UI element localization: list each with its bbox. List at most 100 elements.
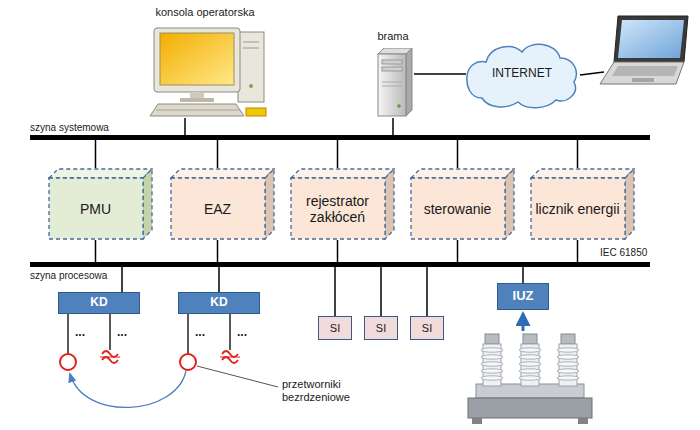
laptop-icon-part bbox=[600, 62, 684, 84]
bus-connector bbox=[217, 240, 219, 262]
function-box: licznik energii bbox=[530, 168, 635, 240]
node-text: licznik energii bbox=[535, 201, 619, 217]
icon-part bbox=[467, 44, 576, 107]
current-transformer-symbol bbox=[100, 351, 240, 363]
bus-connector bbox=[577, 140, 579, 168]
signal-interface-box: SI bbox=[318, 316, 352, 340]
circuit-breaker-picture bbox=[468, 334, 592, 424]
node-text: brama bbox=[372, 30, 414, 43]
icon-part bbox=[243, 42, 259, 43]
circuit-breaker-picture-part bbox=[557, 376, 579, 380]
rogowski-coil-symbol bbox=[60, 354, 196, 370]
icon-part bbox=[378, 54, 406, 116]
circuit-breaker-picture-part bbox=[481, 362, 503, 366]
box-face: sterowanie bbox=[410, 178, 505, 240]
node-text: SI bbox=[330, 322, 340, 335]
rogowski-coil-symbol-part bbox=[60, 354, 76, 370]
laptop-icon-part bbox=[618, 20, 684, 58]
circuit-breaker-picture-part bbox=[557, 369, 579, 373]
bus-connector bbox=[577, 240, 579, 262]
node-text: rejestrator zakłóceń bbox=[295, 193, 380, 225]
current-transformer-symbol-part bbox=[222, 357, 238, 363]
circuit-breaker-picture-part bbox=[519, 376, 541, 380]
icon-part bbox=[382, 86, 402, 87]
icon-part bbox=[406, 48, 412, 116]
operator-console: konsola operatorska bbox=[140, 6, 270, 118]
icon-part bbox=[382, 82, 402, 83]
circuit-breaker-picture-part bbox=[481, 376, 503, 380]
box-side-face bbox=[265, 169, 274, 239]
icon-part bbox=[382, 60, 402, 64]
node-text: SI bbox=[376, 322, 386, 335]
icon-part bbox=[150, 28, 266, 116]
gateway-server: brama bbox=[372, 30, 414, 118]
node-text: IUZ bbox=[513, 289, 534, 304]
circuit-breaker-picture-part bbox=[557, 362, 579, 366]
computer-icon bbox=[140, 24, 270, 118]
breaker-interface-box: IUZ bbox=[497, 283, 549, 310]
bus-connector bbox=[218, 267, 220, 292]
circuit-breaker-picture-part bbox=[481, 348, 503, 352]
box-face: PMU bbox=[48, 178, 143, 240]
circuit-breaker-picture-part bbox=[557, 355, 579, 359]
standard-label: IEC 61850 bbox=[600, 247, 647, 259]
box-face: licznik energii bbox=[530, 178, 625, 240]
current-transformer-symbol-part bbox=[102, 351, 118, 357]
laptop-icon-part bbox=[614, 16, 688, 62]
icon-part bbox=[382, 67, 402, 71]
merging-unit-box: KD bbox=[58, 292, 140, 314]
node-text: KD bbox=[210, 296, 227, 310]
callout-curve bbox=[70, 371, 186, 407]
function-box: PMU bbox=[48, 168, 153, 240]
icon-part bbox=[243, 48, 259, 49]
callout-label: przetworniki bezrdzeniowe bbox=[282, 378, 366, 403]
bus-connector bbox=[414, 73, 466, 75]
laptop-icon-part bbox=[632, 78, 654, 82]
circuit-breaker-picture-part bbox=[523, 334, 537, 344]
bus-connector bbox=[334, 267, 336, 316]
bus-connector bbox=[457, 240, 459, 262]
current-transformer-symbol-part bbox=[102, 357, 118, 363]
circuit-breaker-picture-part bbox=[472, 418, 482, 424]
box-top-face bbox=[49, 169, 152, 178]
icon-part bbox=[246, 108, 266, 116]
laptop-icon-part bbox=[612, 66, 678, 76]
node-text: PMU bbox=[80, 201, 111, 217]
box-side-face bbox=[143, 169, 152, 239]
node-text: szyna procesowa bbox=[30, 270, 107, 282]
icon-part bbox=[378, 48, 412, 116]
sensor-wiring-part bbox=[67, 314, 68, 354]
icon-part bbox=[160, 33, 234, 85]
server-icon bbox=[372, 48, 414, 118]
icon-part bbox=[180, 98, 214, 102]
ellipsis-mark: ... bbox=[117, 326, 127, 340]
process-bus: szyna procesowa bbox=[30, 262, 650, 267]
merging-unit-box: KD bbox=[178, 292, 260, 314]
icon-part bbox=[154, 28, 240, 92]
box-side-face bbox=[385, 169, 394, 239]
internet-cloud: INTERNET bbox=[466, 38, 578, 110]
icon-part bbox=[156, 110, 240, 111]
icon-part bbox=[397, 104, 401, 108]
circuit-breaker-picture-part bbox=[561, 334, 575, 344]
box-front-face bbox=[411, 178, 505, 239]
node-text: sterowanie bbox=[424, 201, 492, 217]
node-text: EAZ bbox=[204, 201, 231, 217]
sensor-wiring-part bbox=[187, 314, 188, 354]
box-side-face bbox=[505, 169, 514, 239]
box-side-face bbox=[625, 169, 634, 239]
box-top-face bbox=[531, 169, 634, 178]
function-box: rejestrator zakłóceń bbox=[290, 168, 395, 240]
box-top-face bbox=[411, 169, 514, 178]
circuit-breaker-picture-part bbox=[519, 369, 541, 373]
sensor-wiring bbox=[68, 314, 230, 354]
node-text: konsola operatorska bbox=[140, 6, 270, 19]
box-face: EAZ bbox=[170, 178, 265, 240]
box-front-face bbox=[171, 178, 265, 239]
icon-part bbox=[150, 104, 244, 116]
bus-connector bbox=[95, 140, 97, 168]
leader-line bbox=[197, 366, 278, 387]
box-top-face bbox=[171, 169, 274, 178]
ellipsis-mark: ... bbox=[75, 326, 85, 340]
